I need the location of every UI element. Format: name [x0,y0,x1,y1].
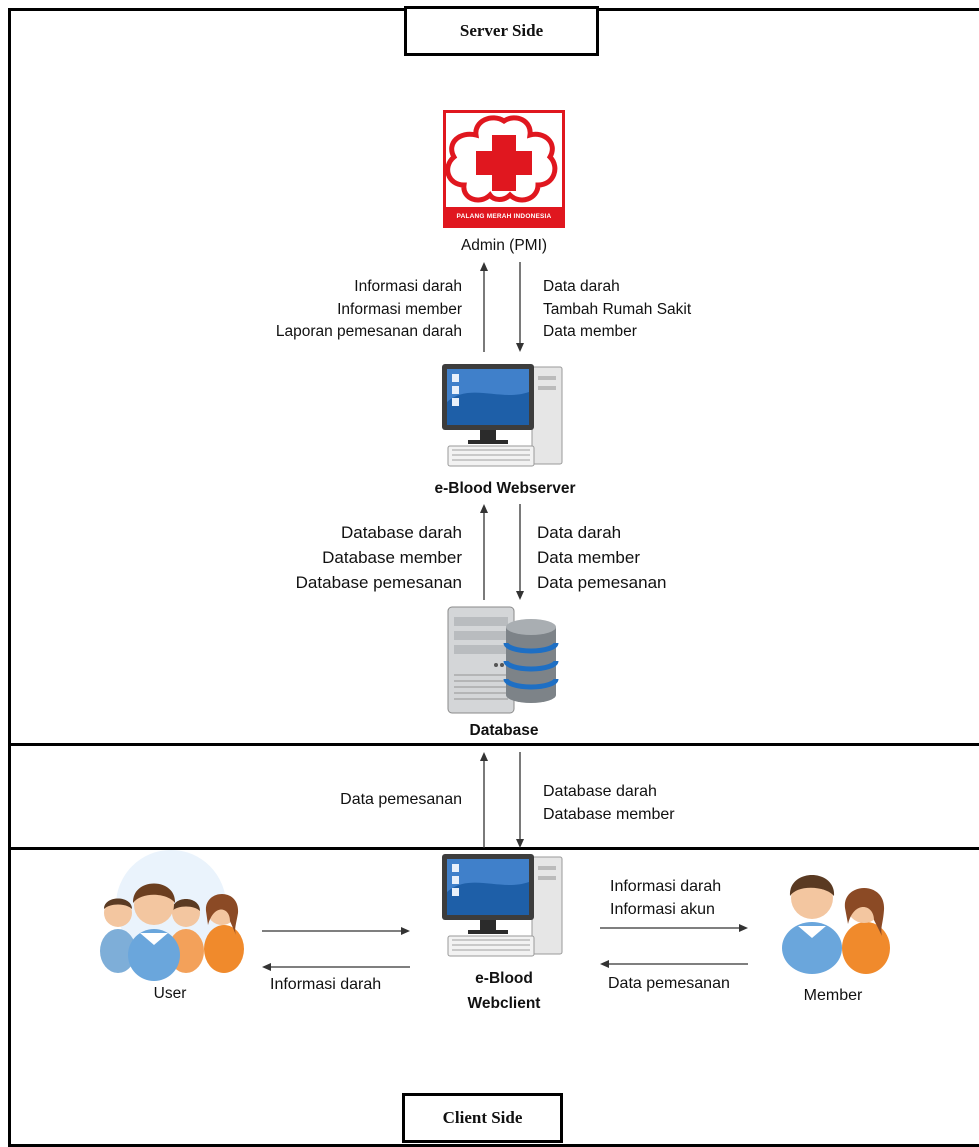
database-up-list: Database darah Database member Database … [230,520,462,595]
webclient-computer-icon [442,854,563,957]
webserver-computer-icon [442,364,563,467]
webclient-label-line: Webclient [467,995,541,1012]
database-up-line: Database darah [341,523,462,542]
client-side-title: Client Side [402,1093,563,1143]
database-down-line: Data pemesanan [537,573,667,592]
server-side-title-text: Server Side [459,21,544,40]
user-group-icon [100,850,244,981]
client-up-text: Data pemesanan [340,791,462,808]
admin-info-list: Informasi darah Informasi member Laporan… [200,276,462,344]
arrow-member-to-webclient [600,960,748,968]
pmi-logo: PALANG MERAH INDONESIA [443,110,565,228]
middle-left-border [8,746,11,847]
to-member-line: Informasi akun [610,900,715,918]
admin-label: Admin (PMI) [460,237,548,254]
arrow-user-to-webclient [262,927,410,935]
to-member-line: Informasi darah [610,878,722,895]
client-down-line: Database darah [543,783,657,800]
member-pair-icon [782,875,890,974]
client-down-line: Database member [543,805,675,823]
database-down-line: Data member [537,548,640,567]
database-up-line: Database member [322,548,462,567]
to-member-list: Informasi darah Informasi akun [610,876,770,921]
pmi-logo-text: PALANG MERAH INDONESIA [456,212,552,220]
webclient-label-line: e-Blood [475,970,533,987]
database-down-line: Data darah [537,523,622,542]
arrow-up-to-webserver [480,504,488,600]
server-side-title: Server Side [404,6,599,56]
webserver-label: e-Blood Webserver [434,480,576,497]
arrow-webclient-to-member [600,924,748,932]
admin-info-line: Informasi member [337,300,462,318]
pmi-flower-cross-icon [445,115,558,203]
client-down-list: Database darah Database member [543,781,743,826]
user-label: User [153,985,187,1002]
member-label: Member [803,987,863,1004]
arrow-up-to-database [480,752,488,848]
server-data-line: Data member [543,323,637,340]
database-server-icon [447,606,559,714]
admin-info-line: Laporan pemesanan darah [275,323,462,340]
arrow-webclient-to-user [262,963,410,971]
database-label: Database [469,722,539,739]
pmi-logo-banner: PALANG MERAH INDONESIA [446,207,562,225]
database-down-list: Data darah Data member Data pemesanan [537,520,737,595]
server-data-list: Data darah Tambah Rumah Sakit Data membe… [543,276,743,344]
arrow-down-to-webclient [516,752,524,848]
server-data-line: Data darah [543,278,620,295]
from-member-text: Data pemesanan [608,975,730,992]
arrow-down-to-server [516,262,524,352]
arrow-down-to-database [516,504,524,600]
webclient-label: e-Blood Webclient [404,966,604,1016]
database-up-line: Database pemesanan [295,573,462,592]
to-user-text: Informasi darah [270,976,382,993]
client-side-title-text: Client Side [442,1108,523,1127]
arrow-up-to-admin [480,262,488,352]
admin-info-line: Informasi darah [354,278,462,295]
server-data-line: Tambah Rumah Sakit [543,300,692,318]
